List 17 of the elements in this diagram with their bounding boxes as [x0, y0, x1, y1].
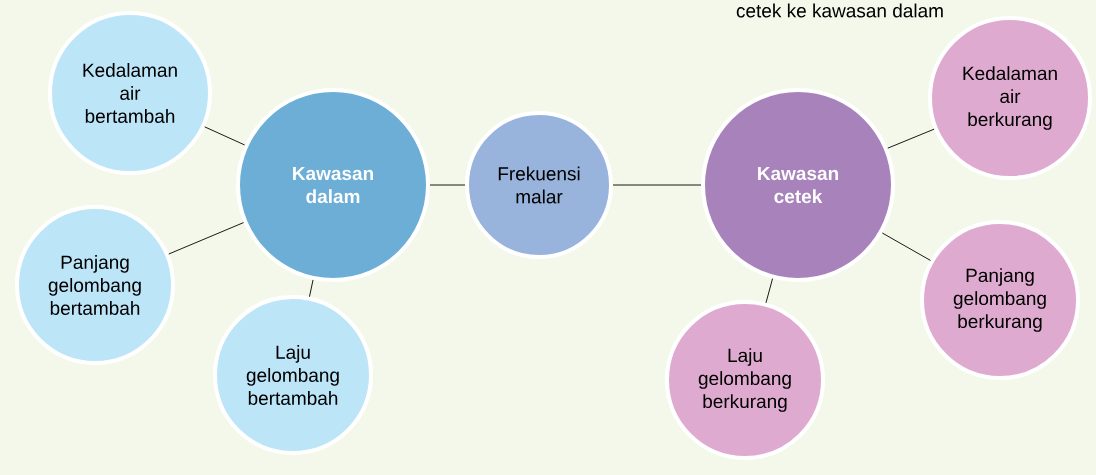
- circle-node: Panjang gelombang bertambah: [15, 205, 175, 365]
- circle-node: Kawasan cetek: [701, 88, 895, 282]
- connector-line: [204, 126, 246, 146]
- connector-line: [887, 128, 935, 149]
- connector-line: [765, 278, 774, 304]
- connector-line: [309, 279, 314, 298]
- circle-node: Frekuensi malar: [465, 111, 613, 259]
- circle-node: Laju gelombang bertambah: [213, 295, 373, 455]
- circle-node: Kawasan dalam: [236, 88, 430, 282]
- circle-node: Laju gelombang berkurang: [665, 300, 825, 460]
- connector-line: [429, 184, 466, 186]
- circle-node: Kedalaman air bertambah: [48, 11, 212, 175]
- connector-line: [168, 222, 245, 255]
- note-text: cetek ke kawasan dalam: [736, 3, 943, 18]
- connector-line: [881, 232, 931, 261]
- circle-node: Panjang gelombang berkurang: [920, 220, 1080, 380]
- connector-line: [612, 184, 702, 186]
